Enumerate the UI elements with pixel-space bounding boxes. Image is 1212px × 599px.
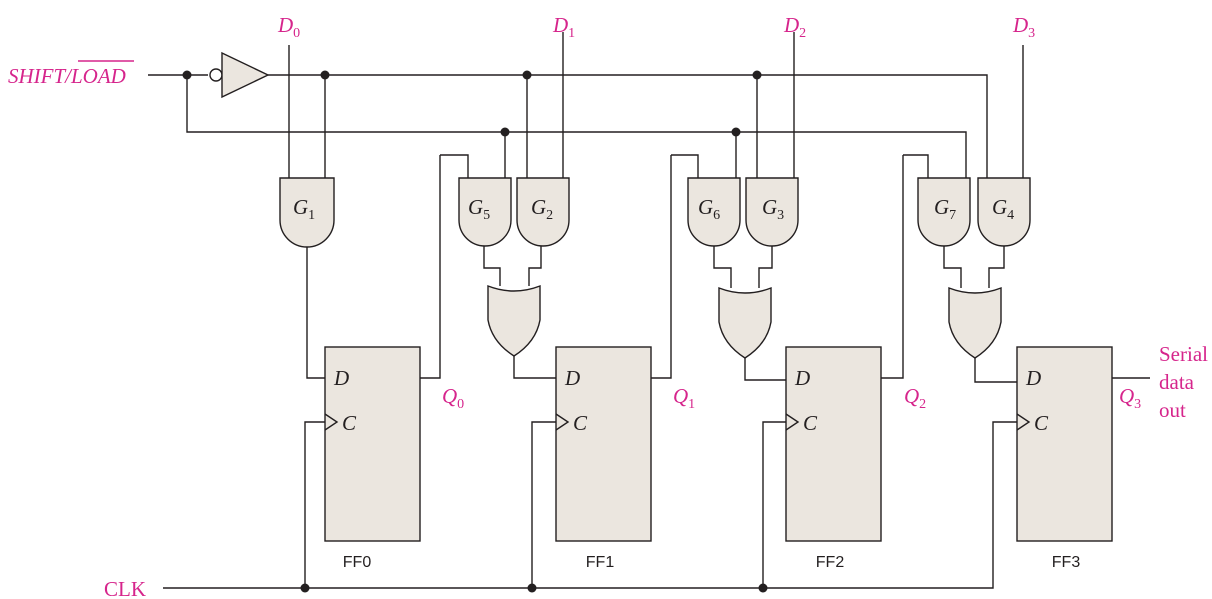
and-gate-g1 [279,177,335,248]
flip-flop-ff1: D C FF1 [555,346,652,571]
and-gate-g2 [516,177,570,247]
gate-label-g1: G1 [293,195,315,223]
inverter-buffer [209,51,270,99]
clk-label: CLK [104,577,146,599]
q2-label: Q2 [904,384,926,412]
shift-load-label: SHIFT/LOAD [8,64,126,88]
wires [148,32,1150,589]
d1-label: D1 [552,13,575,41]
ff3-c-label: C [1034,411,1049,435]
and-gate-g3 [745,177,799,247]
q0-label: Q0 [442,384,464,412]
serial-out-line1: Serial [1159,342,1208,366]
ff2-c-label: C [803,411,818,435]
or-gate-1 [487,284,541,357]
gate-label-g6: G6 [698,195,720,223]
ff2-name: FF2 [816,554,845,571]
gate-label-g3: G3 [762,195,784,223]
ff1-d-label: D [564,366,580,390]
d3-label: D3 [1012,13,1035,41]
gate-label-g4: G4 [992,195,1014,223]
ff0-name: FF0 [343,554,372,571]
d0-label: D0 [277,13,300,41]
ff0-d-label: D [333,366,349,390]
or-gate-2 [718,286,772,359]
gate-label-g7: G7 [934,195,956,223]
ff3-name: FF3 [1052,554,1081,571]
and-gate-g5 [458,177,512,247]
and-gate-g6 [687,177,741,247]
ff0-c-label: C [342,411,357,435]
ff1-c-label: C [573,411,588,435]
junction-dots [182,70,768,593]
serial-out-line3: out [1159,398,1186,422]
or-gate-3 [948,286,1002,359]
gate-label-g2: G2 [531,195,553,223]
flip-flop-ff2: D C FF2 [785,346,882,571]
and-gate-g7 [917,177,971,247]
ff3-d-label: D [1025,366,1041,390]
serial-out-line2: data [1159,370,1195,394]
ff1-name: FF1 [586,554,615,571]
gate-label-g5: G5 [468,195,490,223]
q1-label: Q1 [673,384,695,412]
and-gate-g4 [977,177,1031,247]
d2-label: D2 [783,13,806,41]
flip-flop-ff3: D C FF3 [1016,346,1113,571]
ff2-d-label: D [794,366,810,390]
q3-label: Q3 [1119,384,1141,412]
flip-flop-ff0: D C FF0 [324,346,421,571]
